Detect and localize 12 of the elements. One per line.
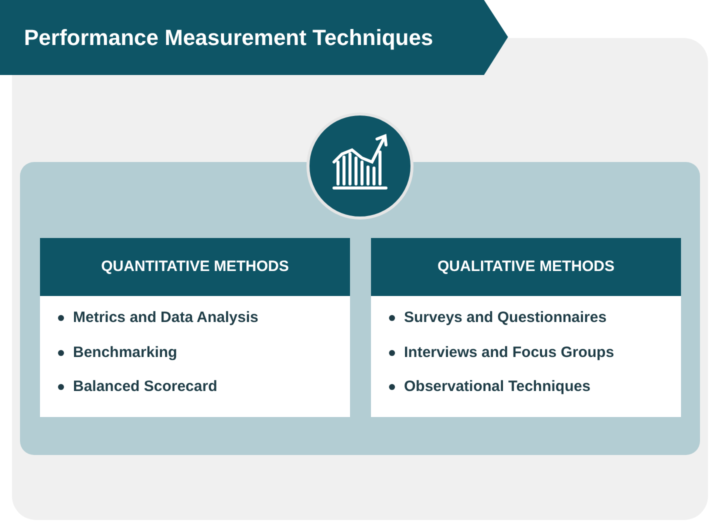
- method-card: [371, 238, 681, 417]
- list-item: Metrics and Data Analysis: [73, 308, 258, 328]
- method-card: [40, 238, 350, 417]
- list-item: Surveys and Questionnaires: [404, 308, 607, 328]
- panel-background: [20, 162, 700, 455]
- list-item: Observational Techniques: [404, 377, 590, 397]
- list-item: Balanced Scorecard: [73, 377, 218, 397]
- list-item: Benchmarking: [73, 342, 178, 362]
- card-heading: QUANTITATIVE METHODS: [101, 256, 289, 277]
- title: Performance Measurement Techniques: [24, 24, 434, 52]
- card-heading: QUALITATIVE METHODS: [438, 256, 614, 277]
- list-item: Interviews and Focus Groups: [404, 342, 614, 362]
